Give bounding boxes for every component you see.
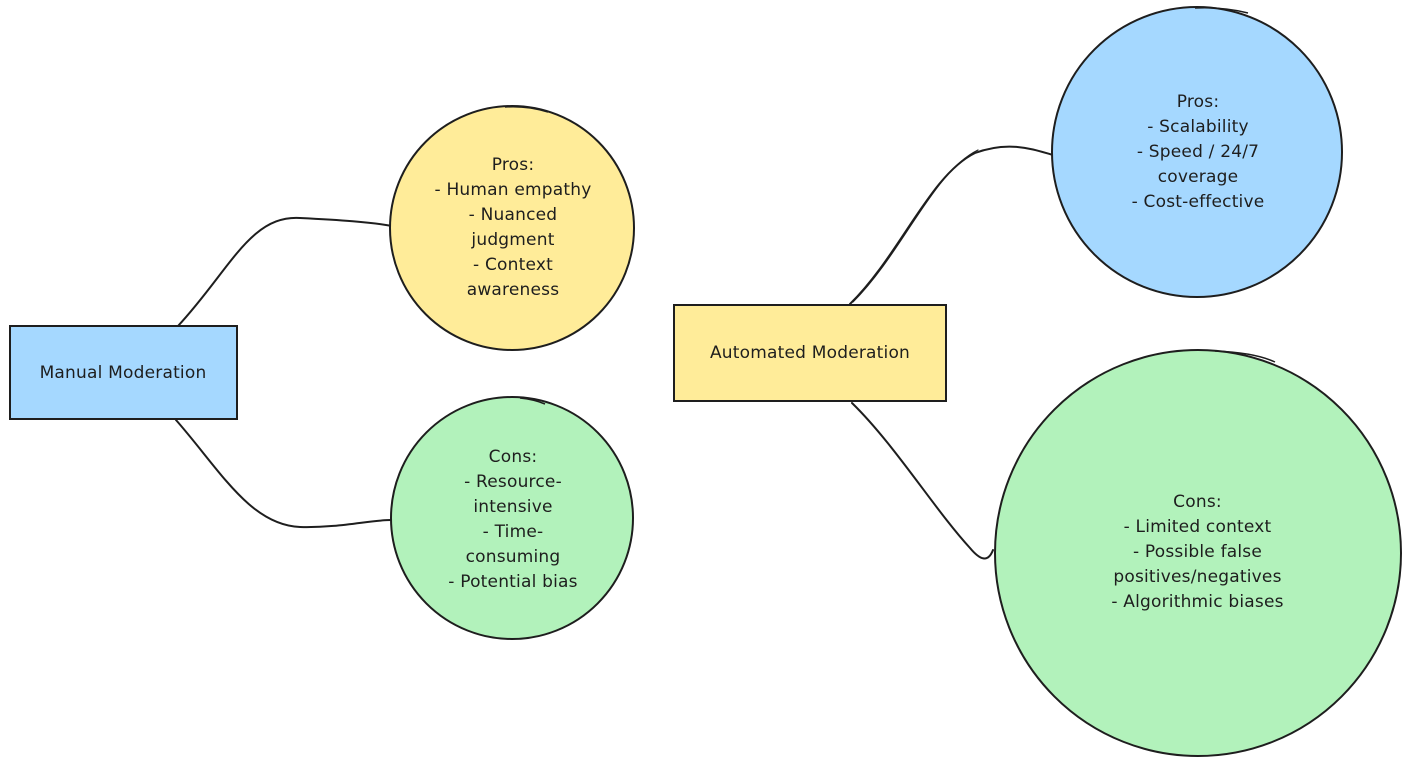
connector-manual-to-pros — [177, 216, 393, 327]
connector-automated-to-pros-sketch — [852, 149, 979, 303]
manual-cons-node[interactable] — [390, 396, 634, 640]
manual-moderation-box[interactable] — [9, 325, 238, 420]
automated-cons-text: Cons: - Limited context - Possible false… — [1111, 492, 1284, 612]
manual-moderation-label: Manual Moderation — [39, 362, 207, 383]
automated-cons-node[interactable] — [994, 349, 1402, 757]
manual-pros-text: Pros: - Human empathy - Nuanced judgment… — [434, 154, 592, 300]
manual-pros-node[interactable] — [389, 105, 635, 351]
connector-automated-to-cons — [851, 402, 994, 560]
manual-cons-text: Cons: - Resource- intensive - Time- cons… — [448, 447, 578, 592]
automated-moderation-label: Automated Moderation — [709, 342, 911, 363]
connector-manual-to-cons — [175, 419, 392, 529]
automated-pros-text: Pros: - Scalability - Speed / 24/7 cover… — [1131, 92, 1265, 212]
automated-pros-node[interactable] — [1051, 6, 1343, 298]
automated-moderation-box[interactable] — [673, 304, 947, 402]
